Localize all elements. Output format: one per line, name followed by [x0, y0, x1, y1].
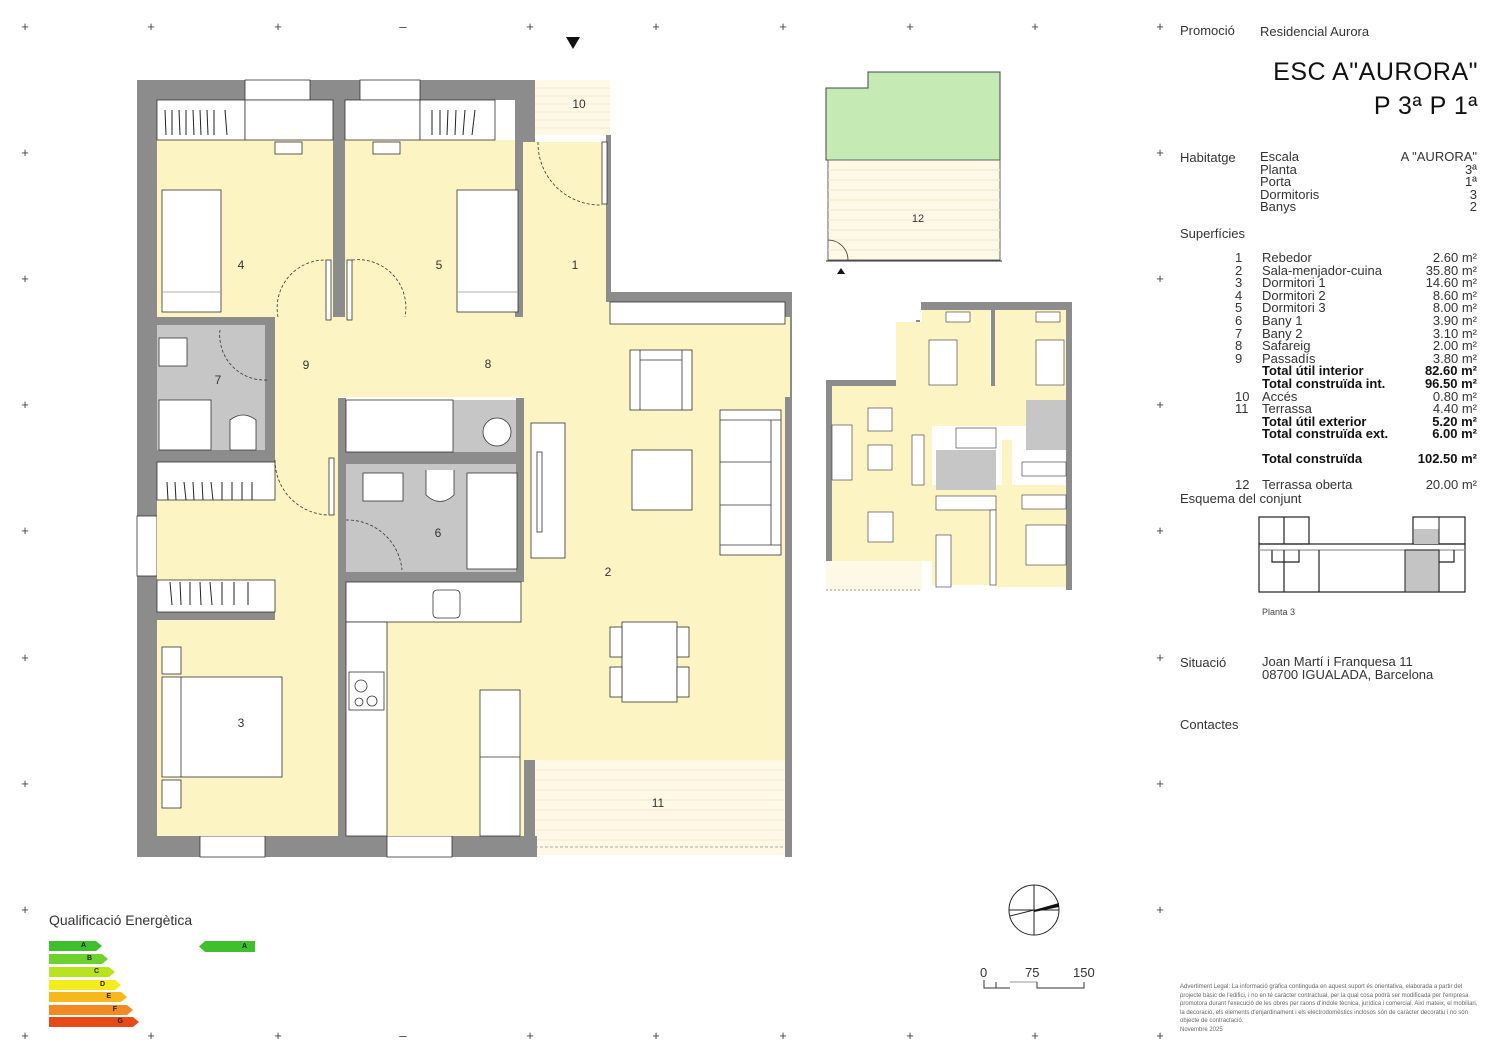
energy-class-a: A [49, 941, 102, 951]
promotion-value: Residencial Aurora [1260, 24, 1370, 39]
dwelling-key: Planta [1260, 161, 1297, 177]
room-10-access [533, 80, 610, 135]
compass-icon [1008, 884, 1060, 936]
dwelling-value: 3 [1469, 186, 1477, 202]
dwelling-value: 2 [1469, 199, 1477, 215]
dwelling-key: Porta [1260, 174, 1292, 190]
energy-rating-value: A [242, 943, 248, 950]
stair-title: ESC A"AURORA" [1273, 58, 1478, 86]
scale-tick-150: 150 [1073, 965, 1095, 980]
legal-disclaimer: Advertiment Legal: La informació gràfica… [1180, 984, 1478, 1025]
location-address-line1: Joan Martí i Franquesa 11 [1262, 654, 1413, 669]
dwelling-label: Habitatge [1180, 150, 1236, 165]
promotion-label: Promoció [1180, 23, 1235, 38]
scale-tick-75: 75 [1025, 965, 1040, 980]
contacts-label: Contactes [1180, 717, 1239, 732]
scheme-floor-label: Planta 3 [1262, 607, 1296, 617]
dwelling-value: A "AURORA" [1400, 149, 1477, 164]
room-label-12: 12 [912, 213, 924, 225]
room-11-terrace [535, 760, 790, 855]
dwelling-table: Escala A "AURORA" Planta 3ª Porta 1ª Dormit… [1260, 149, 1477, 215]
energy-rating-indicator [199, 941, 255, 952]
room-label-1: 1 [572, 258, 579, 272]
document-date: Novembre 2025 [1180, 1027, 1223, 1033]
room-label-6: 6 [435, 526, 442, 540]
energy-class-e: E [49, 992, 127, 1002]
total-built-value: 102.50 m² [1417, 450, 1477, 466]
open-terrace-plan: 12 [825, 71, 1002, 274]
entrance-arrow-icon [566, 37, 580, 49]
energy-class-g: G [49, 1017, 139, 1027]
scale-tick-0: 0 [980, 965, 988, 980]
room-label-11: 11 [652, 796, 665, 810]
building-scheme [1258, 516, 1466, 593]
dwelling-value: 1ª [1464, 174, 1477, 190]
dwelling-key: Banys [1260, 199, 1297, 215]
dwelling-value: 3ª [1464, 161, 1477, 177]
dwelling-key: Dormitoris [1260, 186, 1320, 202]
energy-class-b: B [49, 954, 108, 964]
location-label: Situació [1180, 655, 1227, 670]
main-floor-plan: 1 2 3 4 5 6 7 8 9 10 11 [136, 79, 792, 858]
room-label-10: 10 [572, 97, 586, 111]
energy-class-c: C [49, 967, 115, 977]
room-label-9: 9 [303, 358, 310, 372]
location-address-line2: 08700 IGUALADA, Barcelona [1262, 667, 1434, 682]
dwelling-key: Escala [1260, 149, 1300, 164]
energy-rating-label: Qualificació Energètica [49, 912, 193, 928]
room-label-3: 3 [238, 716, 245, 730]
energy-class-d: D [49, 980, 121, 990]
scheme-label: Esquema del conjunt [1180, 491, 1302, 506]
floor-door-title: P 3ª P 1ª [1373, 92, 1478, 120]
room-label-7: 7 [215, 373, 222, 387]
key-plan [826, 300, 1076, 592]
surfaces-label: Superfícies [1180, 226, 1246, 241]
room-label-8: 8 [485, 357, 492, 371]
total-built-label: Total construïda [1262, 450, 1363, 466]
room-label-4: 4 [238, 258, 245, 272]
room-label-5: 5 [436, 258, 443, 272]
room-label-2: 2 [605, 565, 612, 579]
energy-class-f: F [49, 1005, 133, 1015]
